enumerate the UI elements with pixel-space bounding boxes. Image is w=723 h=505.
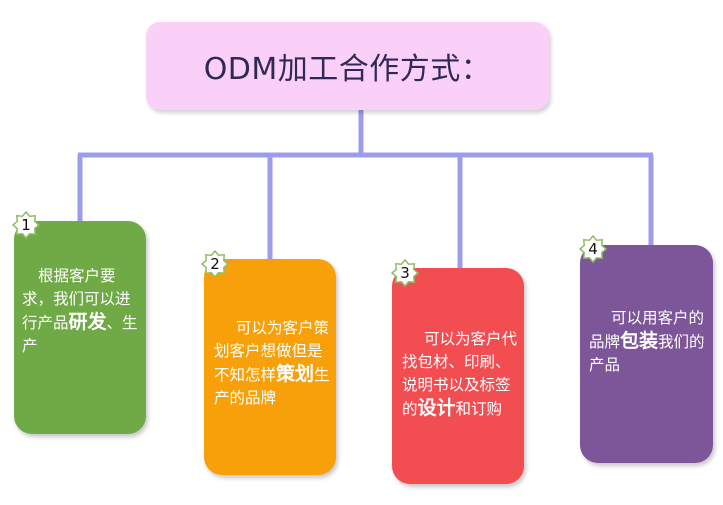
badge-number: 4: [588, 240, 598, 258]
number-badge-1: 1: [12, 211, 40, 239]
card-text-pre: 可以为客户代找包材、印刷、说明书以及标签的: [402, 330, 518, 418]
card-text-bold: 研发: [68, 311, 107, 333]
card-text-post: 生产的品牌: [214, 366, 330, 407]
badge-starburst-icon: [579, 235, 607, 263]
badge-number: 3: [400, 264, 410, 282]
number-badge-2: 2: [201, 250, 229, 278]
badge-starburst-icon: [201, 250, 229, 278]
card-text-post: 我们的产品: [589, 333, 705, 374]
badge-starburst-icon: [12, 211, 40, 239]
card-text-pre: 可以为客户策划客户想做但是不知怎样: [214, 319, 330, 384]
card-research: 根据客户要求，我们可以进行产品研发、生产: [14, 221, 146, 434]
card-text: 根据客户要求，我们可以进行产品研发、生产: [22, 265, 140, 358]
card-packaging-design: 可以为客户代找包材、印刷、说明书以及标签的设计和订购: [392, 268, 524, 484]
number-badge-3: 3: [391, 259, 419, 287]
card-branding: 可以用客户的品牌包装我们的产品: [580, 245, 713, 463]
card-planning: 可以为客户策划客户想做但是不知怎样策划生产的品牌: [204, 259, 336, 475]
badge-number: 1: [21, 216, 31, 234]
title-box: ODM加工合作方式：: [146, 22, 549, 110]
card-text-bold: 设计: [417, 397, 456, 419]
number-badge-4: 4: [579, 235, 607, 263]
card-text-pre: 根据客户要求，我们可以进行产品: [22, 267, 131, 332]
diagram-title: ODM加工合作方式：: [203, 52, 492, 87]
card-text-post: 和订购: [455, 400, 503, 418]
card-text-post: 、生产: [22, 314, 138, 355]
card-text-bold: 包装: [620, 330, 659, 352]
card-text-bold: 策划: [276, 363, 315, 385]
card-text: 可以为客户代找包材、印刷、说明书以及标签的设计和订购: [402, 328, 520, 421]
card-text: 可以用客户的品牌包装我们的产品: [589, 307, 707, 377]
badge-number: 2: [210, 255, 220, 273]
card-text: 可以为客户策划客户想做但是不知怎样策划生产的品牌: [214, 317, 332, 410]
badge-starburst-icon: [391, 259, 419, 287]
card-text-pre: 可以用客户的品牌: [589, 309, 705, 351]
